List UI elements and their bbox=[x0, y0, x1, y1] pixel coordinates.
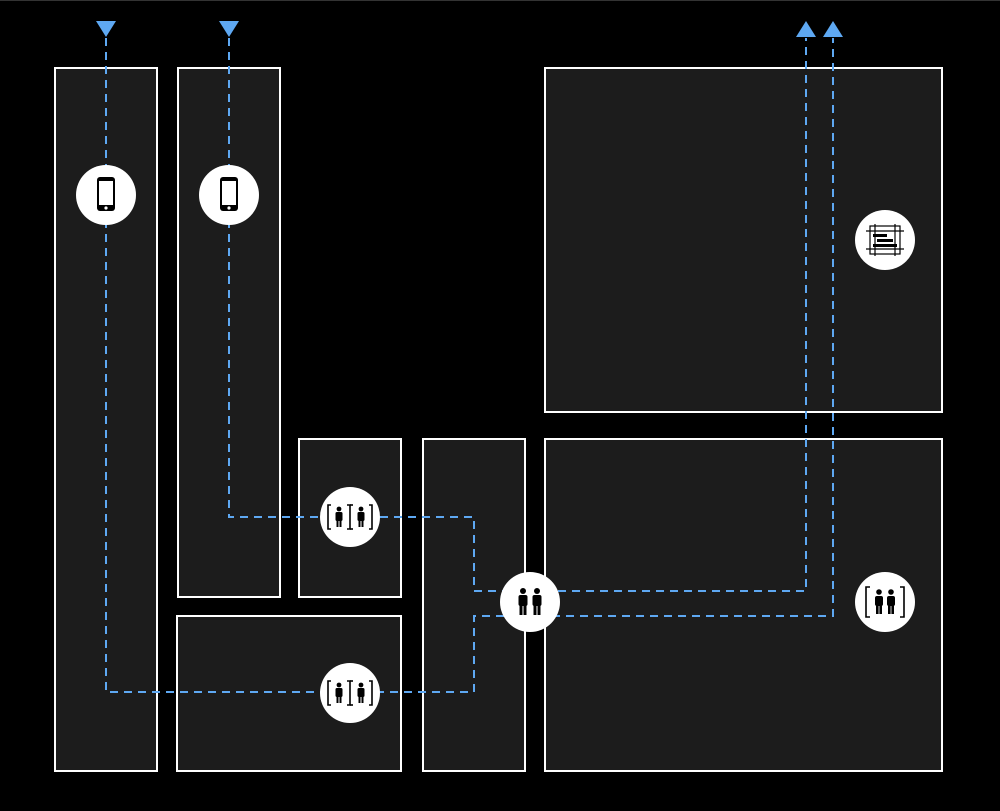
mobile-phone-icon bbox=[97, 177, 115, 211]
mobile-phone-icon bbox=[220, 177, 238, 211]
node-people-bracketed bbox=[855, 572, 915, 632]
two-people-icon bbox=[518, 588, 542, 615]
node-document bbox=[855, 210, 915, 270]
node-gate-lower bbox=[320, 663, 380, 723]
bracketed-people-icon bbox=[865, 586, 905, 618]
arrow-down-1 bbox=[96, 21, 116, 37]
node-phone-1 bbox=[76, 165, 136, 225]
turnstile-gate-icon bbox=[327, 680, 373, 706]
node-gate-upper bbox=[320, 487, 380, 547]
arrow-up-1 bbox=[796, 21, 816, 37]
flow-phone-2 bbox=[228, 38, 807, 592]
node-phone-2 bbox=[199, 165, 259, 225]
arrow-down-2 bbox=[219, 21, 239, 37]
top-divider bbox=[0, 0, 1000, 1]
document-list-icon bbox=[866, 224, 904, 256]
flow-phone-1 bbox=[105, 38, 834, 693]
node-people-center bbox=[500, 572, 560, 632]
arrow-up-2 bbox=[823, 21, 843, 37]
turnstile-gate-icon bbox=[327, 504, 373, 530]
